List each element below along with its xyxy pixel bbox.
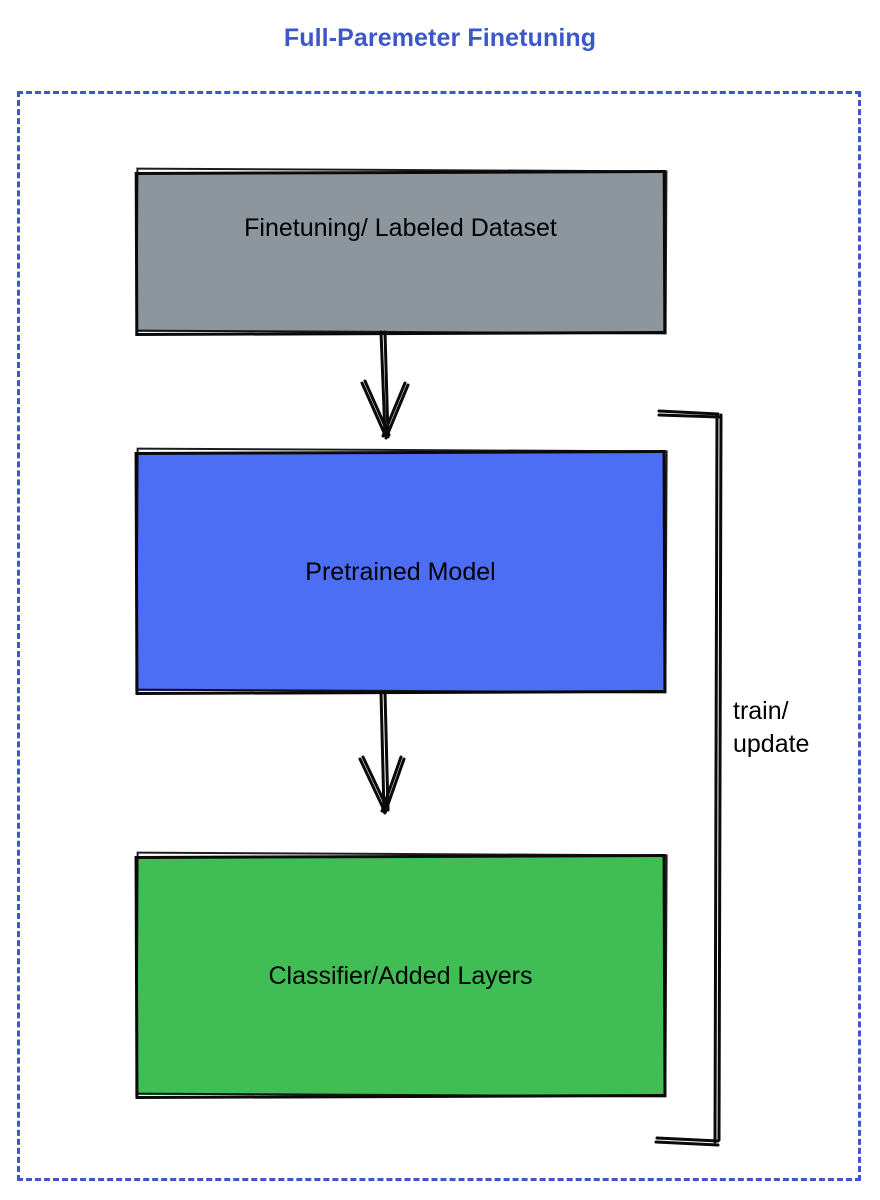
edge-label-line-2: update xyxy=(733,730,810,758)
edge-label-train-update: train/ update xyxy=(733,695,853,761)
diagram-title: Full-Paremeter Finetuning xyxy=(283,24,597,52)
node-label-classifier: Classifier/Added Layers xyxy=(268,961,533,990)
node-fill-dataset xyxy=(137,172,664,332)
node-label-dataset: Finetuning/ Labeled Dataset xyxy=(244,214,557,242)
edge-label-line-1: train/ xyxy=(733,697,789,725)
node-label-pretrained: Pretrained Model xyxy=(305,557,496,586)
node-fill-pretrained xyxy=(137,452,664,691)
node-pretrained-model[interactable]: Pretrained Model xyxy=(134,447,668,696)
dashed-boundary-frame xyxy=(17,91,861,1181)
node-classifier-added-layers[interactable]: Classifier/Added Layers xyxy=(134,851,668,1100)
node-fill-classifier xyxy=(137,856,664,1095)
node-finetuning-labeled-dataset[interactable]: Finetuning/ Labeled Dataset xyxy=(134,167,668,337)
